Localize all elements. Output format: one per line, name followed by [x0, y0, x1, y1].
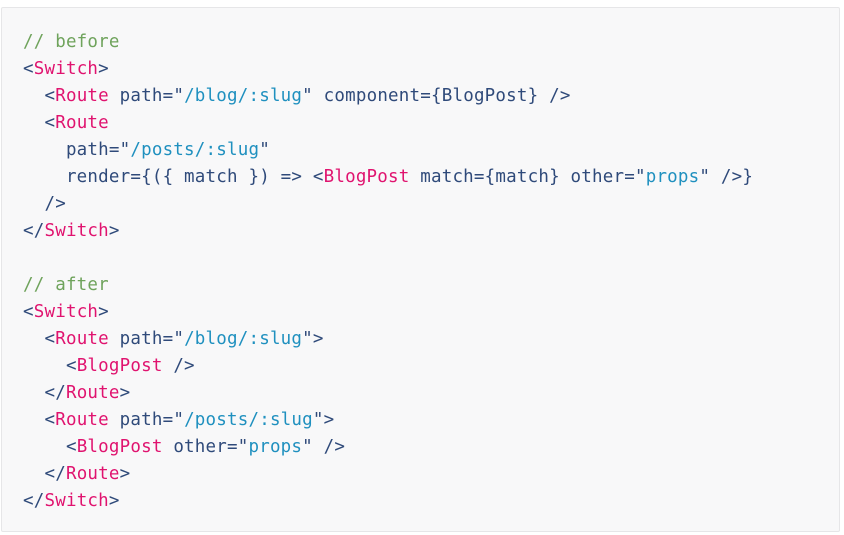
- code-line: <Route path="/blog/:slug" component={Blo…: [23, 83, 839, 110]
- code-token-punct: <: [23, 302, 34, 322]
- code-token-punct: >: [119, 464, 131, 484]
- code-token-punct: </: [23, 383, 66, 403]
- code-token-tag: Route: [65, 464, 120, 484]
- code-token-attr: path=": [108, 329, 185, 349]
- code-token-tag: Switch: [44, 221, 109, 241]
- code-line: <Route path="/posts/:slug">: [23, 407, 839, 434]
- code-token-string: props: [645, 167, 700, 187]
- code-line: <Switch>: [23, 299, 839, 326]
- code-token-attr: path=": [108, 410, 185, 430]
- code-token-attr: match={match} other=": [409, 167, 646, 187]
- code-token-attr: " component={BlogPost} />: [302, 86, 571, 106]
- code-line: <Switch>: [23, 56, 839, 83]
- code-line: render={({ match }) => <BlogPost match={…: [23, 164, 839, 191]
- code-token-string: /posts/:slug: [184, 410, 313, 430]
- code-token-punct: <: [23, 437, 77, 457]
- code-line: <Route path="/blog/:slug">: [23, 326, 839, 353]
- code-token-punct: </: [23, 464, 66, 484]
- code-token-attr: " />}: [699, 167, 754, 187]
- code-token-tag: Route: [55, 410, 109, 430]
- code-line: </Switch>: [23, 218, 839, 245]
- code-token-tag: Route: [65, 383, 120, 403]
- code-token-punct: >: [108, 221, 120, 241]
- code-token-punct: <: [23, 410, 56, 430]
- code-line: <Route: [23, 110, 839, 137]
- code-token-punct: <: [23, 113, 56, 133]
- code-token-punct: <: [23, 329, 56, 349]
- code-token-punct: <: [23, 356, 77, 376]
- code-token-punct: <: [23, 59, 34, 79]
- code-token-tag: BlogPost: [76, 437, 163, 457]
- code-token-attr: ">: [312, 410, 335, 430]
- code-token-string: /posts/:slug: [130, 140, 260, 160]
- code-token-tag: Switch: [44, 491, 109, 511]
- code-token-tag: Route: [55, 86, 109, 106]
- code-token-string: props: [248, 437, 303, 457]
- code-token-punct: </: [23, 221, 45, 241]
- code-line: [23, 245, 839, 272]
- code-line: </Route>: [23, 461, 839, 488]
- code-token-tag: Switch: [33, 59, 99, 79]
- code-token-tag: BlogPost: [76, 356, 163, 376]
- code-token-tag: Switch: [33, 302, 99, 322]
- code-line: path="/posts/:slug": [23, 137, 839, 164]
- code-token-comment: // before: [23, 32, 120, 52]
- code-token-string: /blog/:slug: [184, 329, 303, 349]
- code-line: </Route>: [23, 380, 839, 407]
- code-token-string: /blog/:slug: [184, 86, 303, 106]
- code-token-tag: Route: [55, 113, 109, 133]
- code-token-attr: path=": [23, 140, 131, 160]
- code-token-punct: >: [98, 302, 109, 322]
- code-token-tag: Route: [55, 329, 109, 349]
- code-token-punct: />: [23, 194, 66, 214]
- code-line: <BlogPost other="props" />: [23, 434, 839, 461]
- code-token-punct: <: [23, 86, 56, 106]
- code-line: </Switch>: [23, 488, 839, 515]
- code-token-attr: other=": [162, 437, 249, 457]
- code-token-attr: " />: [302, 437, 346, 457]
- code-token-punct: >: [108, 491, 120, 511]
- code-token-punct: </: [23, 491, 45, 511]
- code-token-attr: ": [259, 140, 270, 160]
- code-token-punct: />: [162, 356, 195, 376]
- code-block: // before<Switch> <Route path="/blog/:sl…: [1, 7, 840, 532]
- code-token-tag: BlogPost: [323, 167, 410, 187]
- code-token-attr: render={({ match }) => <: [23, 167, 324, 187]
- code-line: <BlogPost />: [23, 353, 839, 380]
- code-line: // after: [23, 272, 839, 299]
- code-line: />: [23, 191, 839, 218]
- code-token-attr: path=": [108, 86, 185, 106]
- code-token-punct: >: [119, 383, 131, 403]
- code-token-punct: >: [98, 59, 109, 79]
- code-line: // before: [23, 29, 839, 56]
- code-token-attr: ">: [302, 329, 324, 349]
- code-token-comment: // after: [23, 275, 109, 295]
